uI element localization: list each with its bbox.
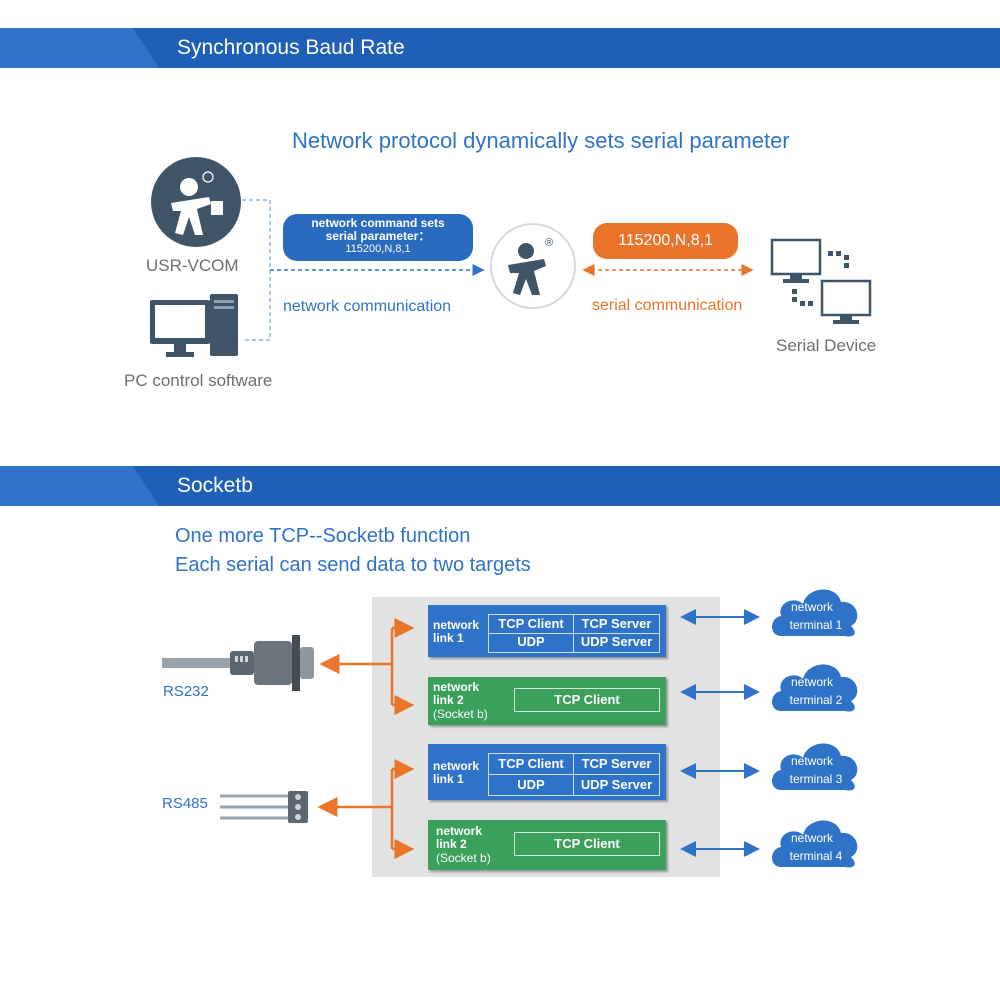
command-pill-line2: serial parameter： (325, 229, 431, 243)
network-terminal-cloud: network terminal 3 (767, 734, 863, 794)
terminal-label-line1: network (790, 675, 834, 689)
db9-connector-icon (160, 633, 320, 695)
usr-vcom-logo (151, 157, 241, 247)
section1-subtitle: Network protocol dynamically sets serial… (292, 128, 790, 153)
link-label-line2: link 2 (433, 693, 464, 707)
central-device: ® (490, 223, 576, 309)
network-terminal-cloud: network terminal 1 (767, 580, 863, 640)
network-terminal-cloud: network terminal 4 (767, 811, 863, 871)
usr-person-logo-icon (171, 171, 223, 235)
terminal-label-line2: terminal 4 (789, 849, 843, 863)
link-label-line1: network (436, 824, 483, 838)
network-link-block: network link 1 TCP Client TCP Server UDP… (428, 744, 666, 800)
link-label-line3: (Socket b) (433, 707, 488, 721)
command-pill-line1: network command sets (311, 216, 445, 230)
link-label-line2: link 2 (436, 837, 467, 851)
terminal-label-line2: terminal 3 (789, 772, 843, 786)
section2-banner: Socketb (0, 466, 1000, 506)
cloud-icon (772, 743, 858, 791)
network-terminal-cloud: network terminal 2 (767, 655, 863, 715)
link-label-line1: network (433, 680, 480, 694)
link-label-line2: link 1 (433, 631, 464, 645)
registered-mark: ® (545, 237, 554, 249)
usr-vcom-label: USR-VCOM (146, 256, 239, 275)
protocol-cell: TCP Server (581, 616, 652, 631)
serial-value-pill: 115200,N,8,1 (593, 223, 738, 259)
banner-tab (133, 28, 1000, 68)
section1-title: Synchronous Baud Rate (177, 36, 405, 59)
protocol-table: TCP Client TCP Server UDP UDP Server (488, 614, 660, 653)
section2-line2: Each serial can send data to two targets (175, 554, 531, 576)
protocol-cell: UDP (517, 777, 545, 792)
section2-line1: One more TCP--Socketb function (175, 525, 471, 547)
terminal-label-line2: terminal 2 (789, 693, 843, 707)
rs485-label: RS485 (162, 795, 208, 812)
protocol-cell: TCP Client (554, 836, 620, 851)
network-link-block: network link 2 (Socket b) TCP Client (428, 677, 666, 725)
network-comm-label: network communication (283, 298, 452, 315)
protocol-cell: UDP (517, 634, 545, 649)
cloud-icon (772, 820, 858, 868)
banner-tab (133, 466, 1000, 506)
terminal-label-line2: terminal 1 (789, 618, 843, 632)
terminal-label-line1: network (790, 600, 834, 614)
section2-title: Socketb (177, 474, 253, 497)
desktop-pc-icon (148, 292, 243, 360)
serial-comm-label: serial communication (592, 297, 743, 314)
protocol-cell: TCP Client (498, 616, 564, 631)
section1-banner: Synchronous Baud Rate (0, 28, 1000, 68)
link-label-line1: network (433, 618, 480, 632)
rs232-label: RS232 (163, 683, 209, 700)
protocol-cell: UDP Server (580, 634, 653, 649)
protocol-cell: TCP Server (581, 756, 652, 771)
protocol-cell: UDP Server (580, 777, 653, 792)
usr-person-logo-icon (508, 243, 546, 295)
command-pill: network command sets serial parameter： 1… (283, 214, 473, 261)
pc-label: PC control software (124, 371, 273, 390)
protocol-table: TCP Client (514, 832, 660, 856)
command-pill-line3: 115200,N,8,1 (345, 243, 411, 255)
protocol-cell: TCP Client (498, 756, 564, 771)
network-link-block: network link 1 TCP Client TCP Server UDP… (428, 605, 666, 657)
terminal-block-connector-icon (220, 790, 312, 824)
terminal-label-line1: network (790, 754, 834, 768)
protocol-cell: TCP Client (554, 692, 620, 707)
serial-device-label: Serial Device (776, 336, 877, 355)
link-label-line1: network (433, 759, 480, 773)
cloud-icon (772, 664, 858, 712)
network-link-block: network link 2 (Socket b) TCP Client (428, 820, 666, 870)
link-label-line3: (Socket b) (436, 851, 491, 865)
protocol-table: TCP Client (514, 688, 660, 712)
terminal-label-line1: network (790, 831, 834, 845)
cloud-icon (772, 589, 858, 637)
link-label-line2: link 1 (433, 772, 464, 786)
protocol-table: TCP Client TCP Server UDP UDP Server (488, 753, 660, 796)
monitor-pair-icon (770, 237, 875, 329)
